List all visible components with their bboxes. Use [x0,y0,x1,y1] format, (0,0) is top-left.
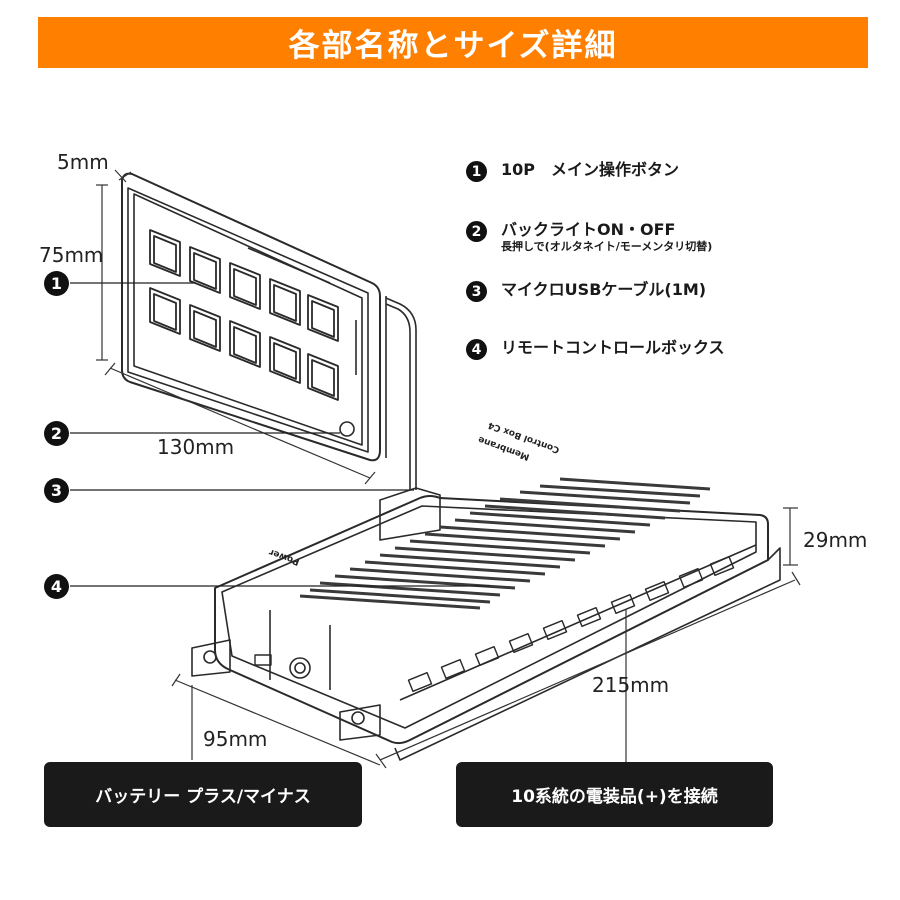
legend-label-1: 10P メイン操作ボタン [501,160,679,179]
legend-number-3: 3 [466,281,487,302]
dim-box-width: 95mm [203,727,268,751]
page-title: 各部名称とサイズ詳細 [288,28,618,64]
legend-item-1: 1 10P メイン操作ボタン [466,159,679,182]
accessory-terminal-label: 10系統の電装品(+)を接続 [456,762,773,827]
control-box [191,477,781,761]
callout-4-badge: 4 [44,574,69,599]
dim-panel-thickness: 5mm [57,150,109,174]
legend-number-4: 4 [466,339,487,360]
callout-1-badge: 1 [44,271,69,296]
legend-number-2: 2 [466,221,487,242]
dim-panel-height: 75mm [39,243,104,267]
control-panel [121,172,387,462]
legend-item-4: 4 リモートコントロールボックス [466,337,725,360]
legend-label-4: リモートコントロールボックス [501,338,725,357]
dim-panel-width: 130mm [157,435,235,459]
legend-item-2: 2 バックライトON・OFF 長押しで(オルタネイト/モーメンタリ切替) [466,219,712,253]
dim-box-height: 29mm [803,528,868,552]
legend-label-2-wrap: バックライトON・OFF 長押しで(オルタネイト/モーメンタリ切替) [501,219,712,253]
legend-sublabel-2: 長押しで(オルタネイト/モーメンタリ切替) [501,240,713,253]
dim-box-length: 215mm [592,673,670,697]
callout-3-badge: 3 [44,478,69,503]
header-banner: 各部名称とサイズ詳細 [38,17,868,68]
battery-terminal-label: バッテリー プラス/マイナス [44,762,362,827]
legend-item-3: 3 マイクロUSBケーブル(1M) [466,279,706,302]
legend-number-1: 1 [466,161,487,182]
callout-2-badge: 2 [44,421,69,446]
legend-label-2: バックライトON・OFF [501,220,676,239]
legend-label-3: マイクロUSBケーブル(1M) [501,280,707,299]
